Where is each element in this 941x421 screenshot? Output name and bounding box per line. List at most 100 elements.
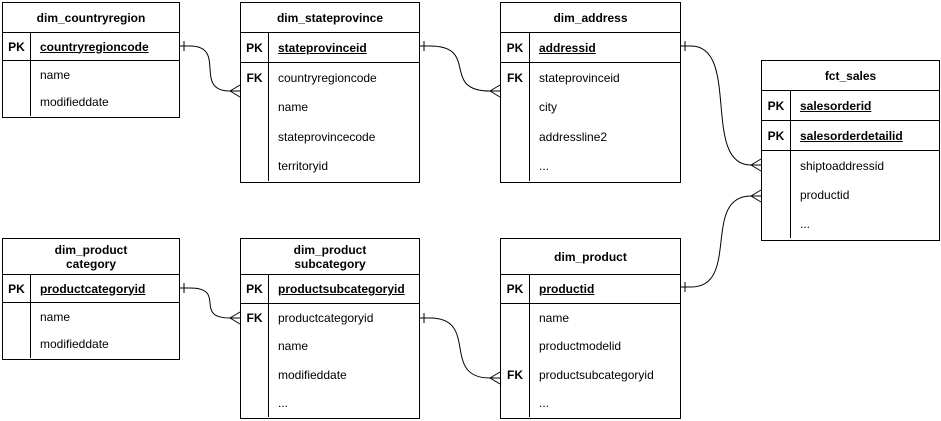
key-label-fct_sales-row2 xyxy=(762,209,790,238)
relationship-line-productcategory-to-subcategory xyxy=(189,287,231,319)
attribute-dim_productsubcategory-productsubcategoryid: productsubcategoryid xyxy=(278,282,405,296)
entity-keycolumn-dim_productsubcategory: FK xyxy=(241,304,269,417)
attribute-dim_countryregion-countryregioncode: countryregioncode xyxy=(40,39,149,54)
attribute-dim_product-row3: ... xyxy=(539,395,550,410)
attribute-dim_address-row0: stateprovinceid xyxy=(539,70,620,85)
key-label-dim_address-row0: FK xyxy=(507,70,523,85)
attribute-dim_address-row1: city xyxy=(539,100,557,115)
entity-title-fct_sales: fct_sales xyxy=(762,61,939,91)
key-label-dim_productcategory-row0 xyxy=(3,303,30,331)
entity-body-dim_productcategory: name modifieddate xyxy=(3,303,179,358)
attribute-dim_product-row1: productmodelid xyxy=(539,339,622,354)
key-label-dim_productcategory-productcategoryid: PK xyxy=(3,275,31,302)
key-label-dim_stateprovince-row2 xyxy=(241,122,268,152)
relationship-line-countryregion-to-stateprovince xyxy=(189,45,231,92)
entity-keycolumn-fct_sales xyxy=(762,151,791,238)
cardinality-many-upper-stateprovince-to-address xyxy=(489,84,501,92)
entity-attrcolumn-dim_product: name productmodelid productsubcategoryid..… xyxy=(530,304,680,417)
attribute-fct_sales-row2: ... xyxy=(800,216,811,231)
key-label-dim_countryregion-row1 xyxy=(3,89,30,117)
attribute-dim_productcategory-row0: name xyxy=(40,309,71,324)
entity-title-dim_countryregion: dim_countryregion xyxy=(3,3,179,33)
entity-title-dim_stateprovince: dim_stateprovince xyxy=(241,3,419,33)
attribute-dim_product-row2: productsubcategoryid xyxy=(539,367,654,382)
attribute-dim_product-productid: productid xyxy=(539,282,595,296)
attribute-dim_stateprovince-row1: name xyxy=(278,100,309,115)
entity-keycolumn-dim_product: FK xyxy=(501,304,530,417)
key-label-dim_product-row3 xyxy=(501,389,529,417)
entity-title-dim_address: dim_address xyxy=(501,3,680,33)
cardinality-many-lower-address-to-sales xyxy=(750,164,762,172)
entity-title-dim_productsubcategory: dim_product subcategory xyxy=(241,239,419,275)
key-label-dim_stateprovince-stateprovinceid: PK xyxy=(241,33,269,62)
relationship-countryregion-to-stateprovince[interactable] xyxy=(180,41,241,98)
cardinality-many-upper-productcategory-to-subcategory xyxy=(229,311,241,319)
entity-row-dim_countryregion-countryregioncode[interactable]: PK countryregioncode xyxy=(3,33,179,61)
cardinality-many-lower-stateprovince-to-address xyxy=(489,90,501,98)
entity-keycolumn-dim_stateprovince: FK xyxy=(241,63,269,181)
cardinality-many-lower-product-to-sales xyxy=(750,195,762,203)
entity-body-dim_product: FK name productmodelid productsubcategoryid… xyxy=(501,304,680,417)
key-label-dim_stateprovince-row3 xyxy=(241,152,268,182)
key-label-dim_stateprovince-row0: FK xyxy=(246,70,263,85)
key-label-dim_address-addressid: PK xyxy=(501,33,530,62)
entity-keycolumn-dim_address: FK xyxy=(501,63,530,181)
key-label-dim_productsubcategory-row3 xyxy=(241,389,268,417)
entity-keycolumn-dim_countryregion xyxy=(3,61,31,116)
relationship-productcategory-to-subcategory[interactable] xyxy=(180,283,241,325)
key-label-dim_productsubcategory-row1 xyxy=(241,332,268,360)
attribute-dim_countryregion-row1: modifieddate xyxy=(40,95,109,110)
entity-title-dim_productcategory: dim_product category xyxy=(3,239,179,275)
attribute-dim_productsubcategory-row2: modifieddate xyxy=(278,367,347,382)
attribute-dim_product-row0: name xyxy=(539,311,570,326)
key-label-dim_productcategory-row1 xyxy=(3,331,30,359)
key-label-fct_sales-row1 xyxy=(762,180,790,209)
relationship-line-address-to-sales xyxy=(690,45,752,166)
attribute-fct_sales-salesorderdetailid: salesorderdetailid xyxy=(800,128,903,143)
entity-row-dim_productsubcategory-productsubcategoryid[interactable]: PK productsubcategoryid xyxy=(241,275,419,304)
relationship-line-product-to-sales xyxy=(690,195,752,288)
relationship-subcategory-to-product[interactable] xyxy=(420,313,501,385)
key-label-dim_address-row2 xyxy=(501,122,529,152)
entity-title-dim_product: dim_product xyxy=(501,239,680,275)
relationship-stateprovince-to-address[interactable] xyxy=(420,41,501,98)
attribute-dim_address-row3: ... xyxy=(539,159,550,174)
key-label-fct_sales-row0 xyxy=(762,151,790,180)
key-label-dim_address-row1 xyxy=(501,93,529,123)
attribute-dim_productcategory-row1: modifieddate xyxy=(40,337,109,352)
relationship-line-subcategory-to-product xyxy=(429,317,491,379)
key-label-dim_stateprovince-row1 xyxy=(241,93,268,123)
relationship-address-to-sales[interactable] xyxy=(681,41,762,172)
key-label-dim_countryregion-row0 xyxy=(3,61,30,89)
relationship-product-to-sales[interactable] xyxy=(681,189,762,292)
key-label-dim_countryregion-countryregioncode: PK xyxy=(3,33,31,60)
key-label-dim_productsubcategory-productsubcategoryid: PK xyxy=(241,275,269,303)
key-label-dim_productsubcategory-row0: FK xyxy=(246,311,263,326)
attribute-dim_stateprovince-row0: countryregioncode xyxy=(278,70,377,85)
entity-attrcolumn-dim_productcategory: name modifieddate xyxy=(31,303,179,358)
relationship-line-stateprovince-to-address xyxy=(429,45,491,92)
